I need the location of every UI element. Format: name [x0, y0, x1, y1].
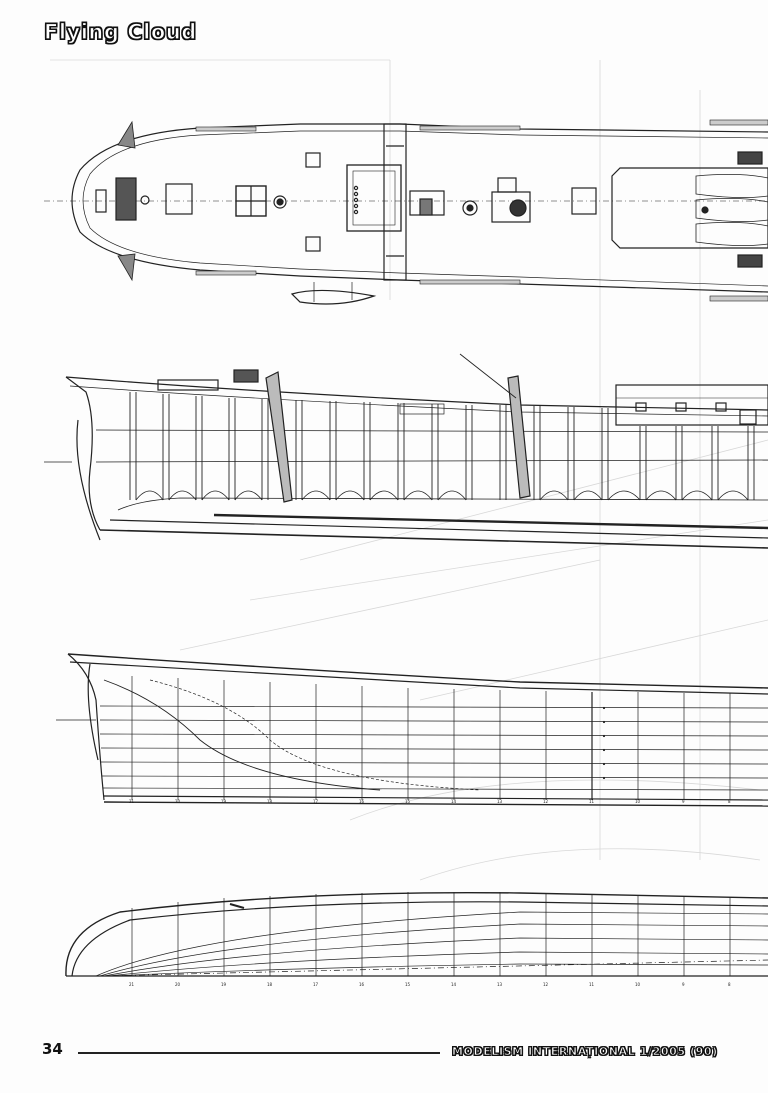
station-label: 14 [451, 982, 457, 987]
station-label: 12 [543, 799, 549, 804]
station-label: 15 [405, 982, 411, 987]
deck-plan [44, 119, 768, 305]
journal-footer: MODELISM INTERNAȚIONAL 1/2005 (90) [452, 1045, 718, 1059]
background-rigging-sketch [50, 59, 768, 881]
station-label: 19 [221, 799, 227, 804]
station-label: 18 [267, 799, 273, 804]
station-label: 9 [682, 982, 685, 987]
station-label: 21 [129, 799, 135, 804]
sheer-plan-station-labels: 21 20 19 18 17 16 15 14 13 12 11 10 9 8 [129, 799, 731, 804]
station-label: 16 [359, 982, 365, 987]
footer-rule [78, 1052, 440, 1054]
station-label: 10 [635, 799, 641, 804]
station-label: 18 [267, 982, 273, 987]
station-label: 8 [728, 799, 731, 804]
station-label: 15 [405, 799, 411, 804]
station-label: 20 [175, 799, 181, 804]
station-label: 13 [497, 982, 503, 987]
station-label: 21 [129, 982, 135, 987]
inboard-profile [44, 353, 768, 549]
station-label: 14 [451, 799, 457, 804]
station-label: 17 [313, 982, 319, 987]
station-label: 19 [221, 982, 227, 987]
half-breadth-station-labels: 21 20 19 18 17 16 15 14 13 12 11 10 9 8 [129, 982, 731, 987]
station-label: 20 [175, 982, 181, 987]
station-label: 8 [728, 982, 731, 987]
page-title: Flying Cloud [43, 19, 197, 44]
station-label: 16 [359, 799, 365, 804]
sheer-plan [56, 653, 768, 807]
station-label: 11 [589, 799, 595, 804]
station-label: 11 [589, 982, 595, 987]
page-number: 34 [42, 1040, 63, 1058]
station-label: 12 [543, 982, 549, 987]
station-label: 17 [313, 799, 319, 804]
station-label: 10 [635, 982, 641, 987]
station-label: 13 [497, 799, 503, 804]
half-breadth-plan [65, 891, 768, 977]
station-label: 9 [682, 799, 685, 804]
